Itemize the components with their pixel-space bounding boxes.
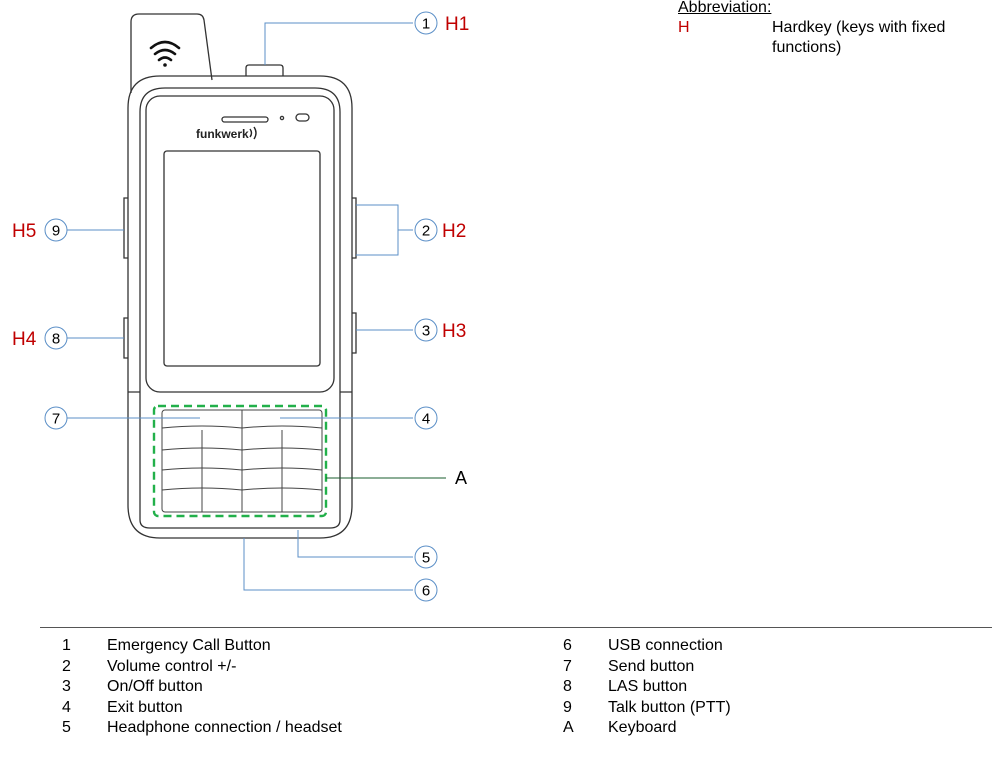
callout-7: 7: [44, 406, 68, 430]
callout-2: 2: [414, 218, 438, 242]
legend-text: Keyboard: [608, 719, 677, 736]
callouts: 1 2 3 4 5 6 7 8: [44, 11, 438, 602]
side-key-left-upper: [123, 197, 128, 259]
device-diagram: funkwerk 1 2 3: [12, 11, 469, 602]
callout-1: 1: [414, 11, 438, 35]
legend-number: 5: [62, 719, 71, 736]
callout-6: 6: [414, 578, 438, 602]
earpiece: [221, 116, 269, 123]
abbreviation-item: H Hardkey (keys with fixed functions): [678, 18, 992, 58]
outer-body: [127, 75, 353, 539]
legend-number: 8: [563, 678, 572, 695]
legend-item: 9 Talk button (PTT): [563, 698, 731, 719]
legend-number: 3: [62, 678, 71, 695]
callout-8: 8: [44, 326, 68, 350]
svg-text:5: 5: [422, 550, 430, 567]
legend-item: 8 LAS button: [563, 677, 731, 698]
front-face: [145, 95, 335, 393]
leader-lines: [67, 22, 446, 591]
abbreviation-key: H: [678, 19, 690, 36]
legend-item: A Keyboard: [563, 718, 731, 739]
abbreviation-title: Abbreviation:: [678, 0, 772, 16]
legend-item: 1 Emergency Call Button: [62, 636, 342, 657]
callout-4: 4: [414, 406, 438, 430]
keypad: [161, 409, 323, 513]
legend-text: Headphone connection / headset: [107, 719, 342, 736]
hardkey-label-h4: H4: [12, 329, 37, 350]
brand-waves-icon: [249, 126, 257, 140]
legend-text: LAS button: [608, 678, 688, 695]
callout-5: 5: [414, 545, 438, 569]
hardkey-label-h5: H5: [12, 221, 36, 242]
legend-item: 5 Headphone connection / headset: [62, 718, 342, 739]
antenna: [130, 13, 213, 93]
legend-text: Exit button: [107, 698, 183, 716]
inner-shell: [139, 87, 341, 529]
svg-text:3: 3: [422, 323, 430, 340]
legend-text: Emergency Call Button: [107, 637, 271, 654]
callout-3: 3: [414, 318, 438, 342]
svg-text:7: 7: [52, 411, 60, 428]
side-key-right-upper: [352, 197, 357, 259]
svg-text:1: 1: [422, 16, 430, 33]
legend-text: On/Off button: [107, 678, 203, 695]
legend-text: Volume control +/-: [107, 657, 237, 675]
svg-text:4: 4: [422, 411, 430, 428]
legend-number: 2: [62, 657, 71, 675]
legend-item: 3 On/Off button: [62, 677, 342, 698]
legend-number: 1: [62, 637, 71, 654]
hardkey-label-h2: H2: [442, 221, 466, 242]
emergency-button-shape: [245, 64, 284, 76]
svg-text:9: 9: [52, 223, 60, 240]
legend-left-column: 1 Emergency Call Button 2 Volume control +…: [62, 636, 342, 739]
abbreviation-box: Abbreviation: H Hardkey (keys with fixed…: [678, 0, 992, 58]
legend-number: 4: [62, 698, 71, 716]
legend-divider: [40, 627, 992, 628]
svg-text:6: 6: [422, 583, 430, 600]
legend-text: Send button: [608, 657, 695, 675]
svg-text:2: 2: [422, 223, 430, 240]
brand-logo: funkwerk: [196, 127, 249, 141]
svg-text:8: 8: [52, 331, 60, 348]
legend-item: 4 Exit button: [62, 698, 342, 719]
abbreviation-description: Hardkey (keys with fixed functions): [772, 19, 946, 56]
legend-number: A: [563, 719, 574, 736]
keyboard-frame: [152, 404, 328, 518]
legend-number: 6: [563, 637, 572, 654]
legend-number: 7: [563, 657, 572, 675]
side-key-right-lower: [352, 312, 357, 354]
wifi-icon: [149, 40, 181, 67]
legend-text: USB connection: [608, 637, 723, 654]
keyboard-label: A: [455, 468, 467, 488]
legend-right-column: 6 USB connection 7 Send button 8 LAS button…: [563, 636, 731, 739]
camera: [295, 113, 310, 122]
device-body: [123, 13, 357, 539]
callout-9: 9: [44, 218, 68, 242]
legend-item: 6 USB connection: [563, 636, 731, 657]
hardkey-label-h3: H3: [442, 321, 466, 342]
legend-item: 7 Send button: [563, 657, 731, 678]
legend-item: 2 Volume control +/-: [62, 657, 342, 678]
sensor-dot: [279, 115, 285, 121]
screen: [163, 150, 321, 367]
hardkey-label-h1: H1: [445, 14, 469, 35]
hardkey-labels: H1 H2 H3 H4 H5: [12, 14, 469, 350]
legend-text: Talk button (PTT): [608, 698, 731, 716]
legend-number: 9: [563, 698, 572, 716]
